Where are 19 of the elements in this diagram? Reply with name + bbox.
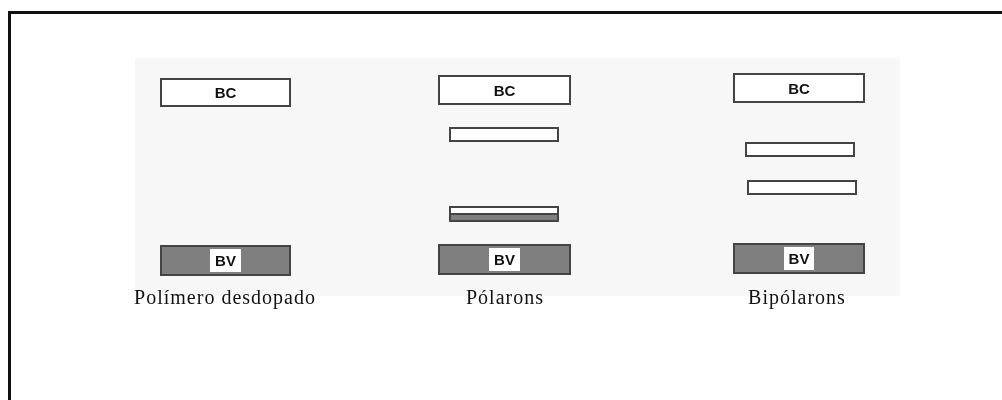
column-caption: Bipólarons xyxy=(748,286,846,309)
valence-band-box xyxy=(733,243,865,274)
band-label: BC xyxy=(788,80,810,96)
band-label: BC xyxy=(214,85,237,100)
energy-level-bar xyxy=(745,142,855,157)
band-label: BV xyxy=(210,249,241,272)
valence-band-box xyxy=(160,245,291,276)
conduction-band-box xyxy=(438,75,571,105)
valence-band-box xyxy=(438,244,571,275)
band-label: BC xyxy=(493,82,516,98)
column-caption: Pólarons xyxy=(466,286,544,309)
energy-level-bar xyxy=(449,127,559,142)
energy-level-bar xyxy=(747,180,857,195)
column-caption: Polímero desdopado xyxy=(134,286,316,309)
band-label: BV xyxy=(489,248,520,271)
energy-level-bar xyxy=(449,206,559,222)
band-label: BV xyxy=(783,247,815,270)
conduction-band-box xyxy=(160,78,291,107)
conduction-band-box xyxy=(733,73,865,103)
